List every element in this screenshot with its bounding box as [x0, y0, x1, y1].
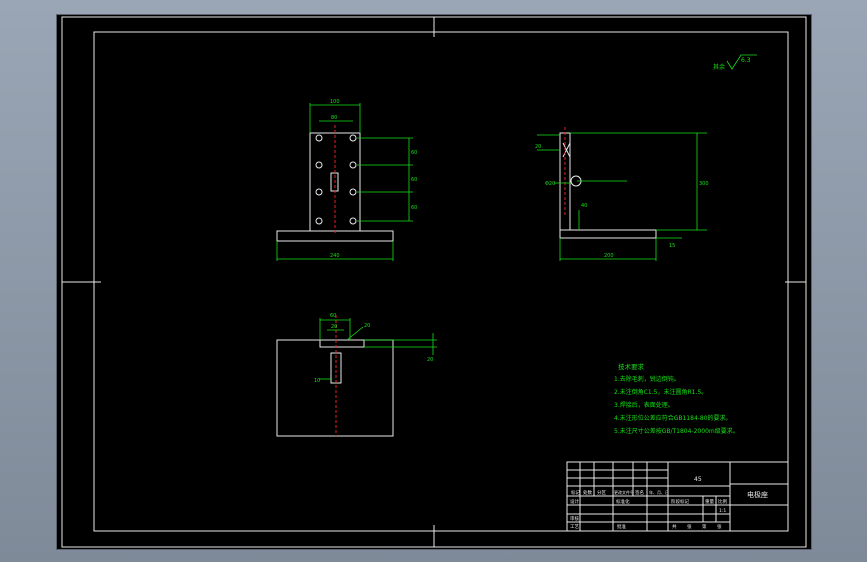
tb-part-name: 电极座 — [747, 490, 768, 499]
tb-designer-label: 设计 — [570, 498, 579, 505]
tech-item-4: 4.未注形位公差应符合GB1184-80的要求。 — [614, 414, 732, 422]
top-upright — [319, 339, 365, 348]
tech-title: 技术要求 — [618, 362, 645, 371]
tb-weight-label: 重量 — [705, 498, 714, 505]
top-view: 60 20 20 20 10 — [276, 313, 437, 437]
tb-material: 45 — [694, 476, 702, 483]
outer-frame — [61, 16, 807, 548]
tb-scale-label: 比例 — [718, 498, 727, 505]
title-block: 标记 处数 分区 更改文件号 签名 年、月、日 设计 标准化 审核 工艺 批准 … — [566, 461, 789, 532]
tech-item-5: 5.未注尺寸公差按GB/T1804-2000m级要求。 — [614, 427, 739, 435]
dim-side-base-width: 200 — [604, 253, 614, 259]
tb-sheet-no: 第 — [702, 523, 707, 530]
dim-side-left: 20 — [535, 144, 541, 150]
tech-requirements: 技术要求 1.去除毛刺，锐边倒钝。 2.未注倒角C1.5，未注圆角R1.5。 3… — [614, 362, 739, 435]
tb-scale-value: 1:1 — [719, 508, 726, 514]
dim-top-d: 20 — [427, 357, 433, 363]
tb-sheet-suffix: 张 — [717, 523, 722, 530]
tb-standard-label: 标准化 — [616, 498, 630, 505]
dim-top-e: 10 — [314, 378, 320, 384]
dim-inner-width: 80 — [331, 115, 337, 121]
tb-count-label: 处数 — [583, 489, 592, 496]
dim-height: 300 — [699, 181, 709, 187]
inner-frame — [93, 31, 789, 532]
dim-top-width: 100 — [330, 99, 340, 105]
tb-approve-label: 批准 — [617, 523, 626, 530]
dim-base-width: 240 — [330, 253, 340, 259]
cad-viewport[interactable]: 其余 6.3 100 80 240 60 60 60 — [56, 14, 812, 550]
tb-sheet-label: 张 — [687, 523, 692, 530]
dim-spacing-3: 60 — [411, 205, 417, 211]
tech-item-3: 3.焊接后，表面处理。 — [614, 401, 674, 409]
tech-item-2: 2.未注倒角C1.5，未注圆角R1.5。 — [614, 388, 707, 396]
tb-zone-label: 分区 — [597, 489, 606, 496]
tb-file-label: 更改文件号 — [614, 489, 634, 495]
bolt-holes — [315, 134, 357, 225]
side-base — [559, 229, 657, 239]
tb-process-label: 工艺 — [570, 524, 579, 530]
front-view: 100 80 240 60 60 60 — [276, 99, 417, 261]
dim-lower: 40 — [581, 203, 587, 209]
tb-sheet-total: 共 — [672, 523, 677, 530]
tb-stage-label: 阶段标记 — [671, 498, 689, 505]
top-outline — [276, 339, 394, 437]
dim-spacing-2: 60 — [411, 177, 417, 183]
tb-reviewer-label: 审核 — [570, 515, 579, 522]
dim-top-b: 20 — [331, 324, 337, 330]
side-view: 20 Φ20 300 40 15 200 — [535, 127, 709, 261]
dim-spacing-1: 60 — [411, 150, 417, 156]
dim-top-c: 20 — [364, 323, 370, 329]
dim-base-height: 15 — [669, 243, 675, 249]
roughness-label: 其余 — [713, 63, 725, 71]
dim-hole: Φ20 — [545, 181, 555, 187]
roughness-value: 6.3 — [741, 57, 751, 64]
dim-top-a: 60 — [330, 313, 336, 319]
tb-mark-label: 标记 — [571, 489, 580, 496]
roughness-symbol: 其余 6.3 — [713, 54, 757, 71]
tb-sign-label: 签名 — [635, 489, 644, 496]
tb-date-label: 年、月、日 — [649, 489, 669, 495]
tech-item-1: 1.去除毛刺，锐边倒钝。 — [614, 375, 680, 383]
drawing-canvas: 其余 6.3 100 80 240 60 60 60 — [61, 16, 807, 548]
